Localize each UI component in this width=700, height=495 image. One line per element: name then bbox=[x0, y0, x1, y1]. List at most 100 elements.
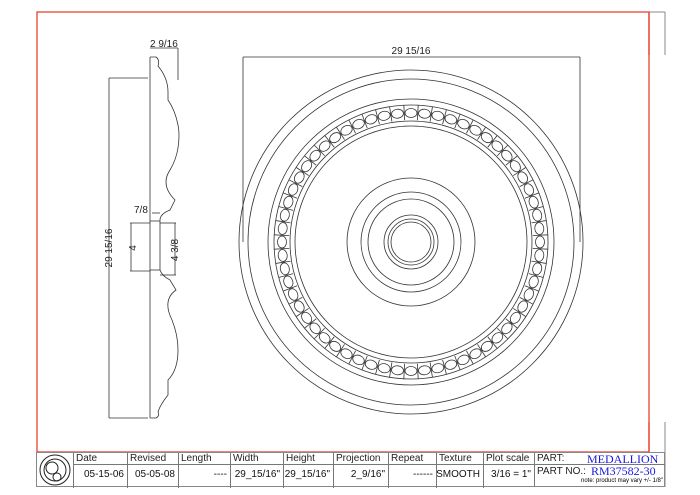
dart bbox=[505, 318, 518, 329]
dart bbox=[295, 308, 309, 317]
bead bbox=[329, 132, 342, 144]
bead bbox=[528, 275, 539, 289]
dart bbox=[477, 344, 486, 358]
dart bbox=[348, 119, 356, 134]
dart bbox=[403, 105, 406, 121]
bead bbox=[340, 348, 353, 360]
bead bbox=[283, 275, 294, 289]
recess-dim: 7/8 bbox=[134, 205, 148, 216]
dart bbox=[324, 135, 335, 148]
dart bbox=[336, 344, 345, 358]
bead bbox=[340, 124, 353, 136]
bead bbox=[509, 311, 521, 324]
bead bbox=[391, 365, 404, 376]
dart bbox=[496, 327, 509, 340]
dart bbox=[524, 285, 540, 292]
dart bbox=[487, 336, 498, 349]
bead bbox=[301, 311, 313, 324]
dart bbox=[496, 144, 509, 157]
bead bbox=[431, 363, 445, 374]
dart bbox=[278, 206, 294, 211]
bead bbox=[301, 160, 313, 173]
dart bbox=[513, 167, 527, 176]
bead bbox=[277, 249, 288, 262]
dart bbox=[524, 192, 540, 199]
company-logo bbox=[39, 454, 71, 486]
bead bbox=[528, 195, 539, 209]
bead bbox=[418, 365, 431, 376]
bead bbox=[318, 140, 331, 152]
bead bbox=[293, 300, 305, 313]
cell-header: Length bbox=[181, 453, 212, 464]
bead bbox=[279, 208, 290, 222]
bead bbox=[309, 322, 321, 335]
bead bbox=[404, 108, 418, 118]
bead bbox=[457, 118, 470, 130]
bead bbox=[480, 340, 493, 352]
title-cell-length: Length---- bbox=[178, 453, 230, 488]
bead bbox=[480, 132, 493, 144]
dart bbox=[295, 167, 309, 176]
dart bbox=[361, 355, 368, 371]
width-dim: 29 15/16 bbox=[392, 46, 431, 57]
dart bbox=[288, 297, 303, 305]
bead bbox=[279, 262, 290, 276]
dart bbox=[288, 179, 303, 187]
dart bbox=[416, 363, 419, 379]
bead bbox=[534, 249, 545, 262]
cell-header: Plot scale bbox=[486, 453, 530, 464]
cell-value: SMOOTH bbox=[436, 469, 480, 480]
bead bbox=[532, 208, 543, 222]
bead bbox=[377, 110, 391, 121]
dart bbox=[324, 336, 335, 349]
title-cell-width: Width 29_15/16" bbox=[230, 453, 283, 488]
dart bbox=[528, 273, 544, 278]
part-value: MEDALLION bbox=[587, 452, 659, 466]
cell-value: 05-15-06 bbox=[83, 469, 124, 480]
dart bbox=[519, 179, 534, 187]
dart bbox=[442, 359, 447, 375]
bead bbox=[469, 348, 482, 360]
bead bbox=[523, 183, 535, 196]
dart bbox=[282, 285, 298, 292]
bead bbox=[293, 171, 305, 184]
bead bbox=[418, 108, 431, 119]
part-no-value: RM37582-30 bbox=[591, 464, 656, 478]
bead bbox=[364, 359, 378, 370]
dart bbox=[336, 126, 345, 140]
part-no-label: PART NO.: bbox=[537, 466, 586, 477]
bead bbox=[534, 222, 545, 235]
dart bbox=[282, 192, 298, 199]
cell-header: Width bbox=[233, 453, 259, 464]
cell-value: 3/16 = 1" bbox=[491, 469, 531, 480]
dart bbox=[313, 327, 326, 340]
bead bbox=[329, 340, 342, 352]
bead bbox=[535, 235, 545, 249]
bead bbox=[364, 114, 378, 125]
cell-value: 29_15/16" bbox=[234, 469, 280, 480]
dart bbox=[275, 260, 291, 264]
cell-value: 05-05-08 bbox=[134, 469, 175, 480]
dart bbox=[466, 350, 474, 365]
bead bbox=[444, 114, 458, 125]
bead bbox=[444, 359, 458, 370]
dart bbox=[528, 206, 544, 211]
dart bbox=[389, 362, 393, 378]
bead bbox=[287, 183, 299, 196]
dart bbox=[466, 119, 474, 134]
bead bbox=[523, 288, 535, 301]
bead bbox=[431, 110, 445, 121]
dart bbox=[278, 273, 294, 278]
dart bbox=[532, 234, 548, 237]
projection-dim: 2 9/16 bbox=[150, 39, 178, 50]
bead bbox=[457, 354, 470, 366]
bead bbox=[283, 195, 294, 209]
bead bbox=[352, 118, 365, 130]
title-cell-plot-scale: Plot scale 3/16 = 1" bbox=[483, 453, 534, 488]
bead bbox=[277, 222, 288, 235]
bead bbox=[318, 332, 331, 344]
